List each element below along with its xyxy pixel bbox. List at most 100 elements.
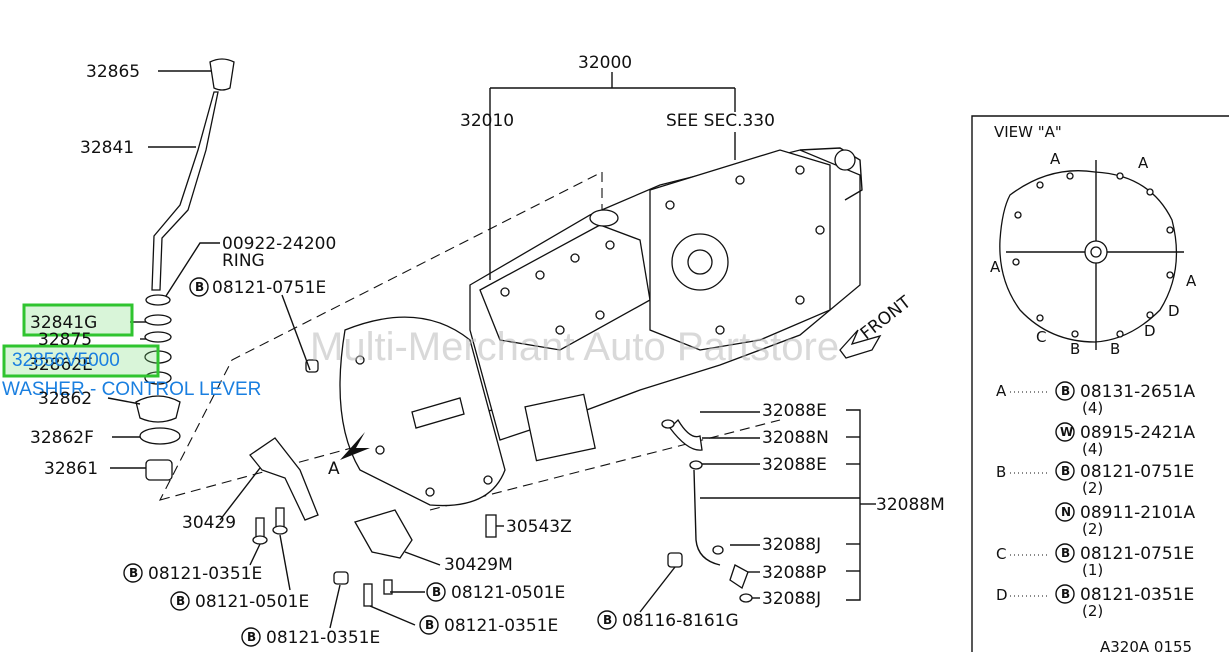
svg-text:B: B xyxy=(129,566,138,580)
legend-part-08121-0751e-c[interactable]: 08121-0751E xyxy=(1080,544,1194,564)
svg-text:A: A xyxy=(1186,272,1197,290)
svg-text:B: B xyxy=(996,463,1006,481)
svg-text:B: B xyxy=(1061,384,1070,398)
view-a-arrow xyxy=(340,432,370,460)
label-32088e-2[interactable]: 32088E xyxy=(762,455,827,475)
filler-plug xyxy=(589,209,619,227)
output-hub xyxy=(687,249,713,275)
label-32841[interactable]: 32841 xyxy=(80,138,134,158)
svg-text:B: B xyxy=(432,585,441,599)
svg-text:D: D xyxy=(996,586,1008,604)
label-32861[interactable]: 32861 xyxy=(44,459,98,479)
rear-extension xyxy=(649,149,831,351)
label-arrow-a: A xyxy=(328,459,340,479)
view-a-panel: VIEW "A" A A A A C B B D D A B 08131- xyxy=(971,115,1229,656)
label-32088e-1[interactable]: 32088E xyxy=(762,401,827,421)
label-see-sec-330[interactable]: SEE SEC.330 xyxy=(666,111,775,131)
case-bolts xyxy=(355,165,825,497)
bushing-lower xyxy=(145,459,173,481)
footer-code: A320A 0155 xyxy=(1100,638,1192,656)
label-32865[interactable]: 32865 xyxy=(86,62,140,82)
legend-part-08131-2651a[interactable]: 08131-2651A xyxy=(1080,382,1195,402)
svg-text:A: A xyxy=(1050,150,1061,168)
label-00922-24200[interactable]: 00922-24200 xyxy=(222,234,336,254)
seal-part xyxy=(144,331,172,343)
label-ring: RING xyxy=(222,251,265,271)
svg-text:(2): (2) xyxy=(1082,602,1103,620)
label-08121-0351e-a[interactable]: 08121-0351E xyxy=(148,564,262,584)
clamp-part xyxy=(139,427,181,445)
svg-text:C: C xyxy=(996,545,1006,563)
svg-text:N: N xyxy=(1061,505,1071,519)
svg-text:A: A xyxy=(990,258,1001,276)
label-32841g[interactable]: 32841G xyxy=(30,313,97,333)
label-08116-8161g[interactable]: 08116-8161G xyxy=(622,611,739,631)
label-08121-0351e-b[interactable]: 08121-0351E xyxy=(266,628,380,648)
view-a-title: VIEW "A" xyxy=(994,123,1062,141)
label-32000[interactable]: 32000 xyxy=(578,53,632,73)
label-08121-0751e[interactable]: 08121-0751E xyxy=(212,278,326,298)
label-08121-0501e-a[interactable]: 08121-0501E xyxy=(195,592,309,612)
svg-text:D: D xyxy=(1168,302,1180,320)
label-front: FRONT xyxy=(857,292,916,344)
svg-text:A: A xyxy=(996,382,1007,400)
assembly-outline-3 xyxy=(429,419,781,511)
leader-lines xyxy=(219,72,736,629)
label-30429m[interactable]: 30429M xyxy=(444,555,513,575)
label-32088j-1[interactable]: 32088J xyxy=(762,535,821,555)
label-32862f[interactable]: 32862F xyxy=(30,428,94,448)
highlight-box-32841g[interactable] xyxy=(22,303,134,337)
legend-row-2: B B 08121-0751E (2) xyxy=(996,461,1194,497)
label-32088n[interactable]: 32088N xyxy=(762,428,829,448)
label-32856v5000[interactable]: 32856V5000 xyxy=(12,350,120,371)
svg-text:B: B xyxy=(176,594,185,608)
legend-row-4: C B 08121-0751E (1) xyxy=(996,543,1194,579)
label-32010[interactable]: 32010 xyxy=(460,111,514,131)
svg-text:W: W xyxy=(1060,425,1073,439)
label-08121-0501e-b[interactable]: 08121-0501E xyxy=(451,583,565,603)
label-32875[interactable]: 32875 xyxy=(38,330,92,350)
svg-text:(2): (2) xyxy=(1082,520,1103,538)
boot-part xyxy=(135,395,181,423)
legend-part-08121-0751e-b[interactable]: 08121-0751E xyxy=(1080,462,1194,482)
highlight-box-32856v5000[interactable] xyxy=(2,344,160,378)
legend-part-08121-0351e-d[interactable]: 08121-0351E xyxy=(1080,585,1194,605)
ring-washer xyxy=(145,294,171,306)
svg-text:D: D xyxy=(1144,322,1156,340)
svg-text:(4): (4) xyxy=(1082,399,1103,417)
transmission-case xyxy=(339,147,863,507)
label-32862[interactable]: 32862 xyxy=(38,389,92,409)
input-shaft xyxy=(411,397,465,429)
shift-lever xyxy=(151,91,219,291)
shift-knob xyxy=(209,58,235,91)
svg-text:B: B xyxy=(1110,340,1120,358)
svg-text:(1): (1) xyxy=(1082,561,1103,579)
svg-text:B: B xyxy=(247,630,256,644)
side-plate xyxy=(524,393,596,462)
legend-part-08915-2421a[interactable]: 08915-2421A xyxy=(1080,423,1195,443)
legend-row-5: D B 08121-0351E (2) xyxy=(996,584,1194,620)
label-32088p[interactable]: 32088P xyxy=(762,563,826,583)
label-30429[interactable]: 30429 xyxy=(182,513,236,533)
svg-text:B: B xyxy=(425,618,434,632)
label-32088j-2[interactable]: 32088J xyxy=(762,589,821,609)
svg-text:B: B xyxy=(1070,340,1080,358)
label-08121-0351e-c[interactable]: 08121-0351E xyxy=(444,616,558,636)
legend-row-1: W 08915-2421A (4) xyxy=(1055,422,1195,458)
washer-part xyxy=(144,314,172,326)
mount-30429m xyxy=(354,509,413,559)
svg-text:(4): (4) xyxy=(1082,440,1103,458)
legend-part-08911-2101a[interactable]: 08911-2101A xyxy=(1080,503,1195,523)
svg-text:C: C xyxy=(1036,328,1046,346)
svg-text:B: B xyxy=(195,280,204,294)
svg-text:B: B xyxy=(1061,587,1070,601)
pin-30543z xyxy=(485,514,497,538)
label-30543z[interactable]: 30543Z xyxy=(506,517,572,537)
legend-row-0: A B 08131-2651A (4) xyxy=(996,381,1195,417)
label-32088m[interactable]: 32088M xyxy=(876,495,945,515)
legend-row-3: N 08911-2101A (2) xyxy=(1055,502,1195,538)
bolts xyxy=(252,359,683,607)
label-32862e[interactable]: 32862E xyxy=(28,355,93,375)
svg-text:A: A xyxy=(1138,154,1149,172)
